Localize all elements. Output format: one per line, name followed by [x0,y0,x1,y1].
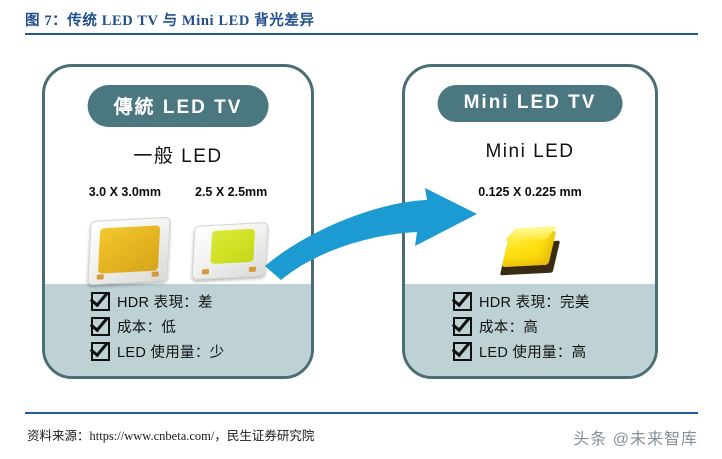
transition-arrow-icon [265,188,477,280]
source-divider-bottom [25,412,698,414]
list-item: HDR 表現：差 [91,291,311,312]
led-solder-pad [96,274,104,280]
mini-led-subtitle: Mini LED [485,141,575,162]
figure-body: 傳統 LED TV 一般 LED 3.0 X 3.0mm 2.5 X 2.5mm [0,40,722,408]
checkbox-checked-icon [453,292,472,311]
list-item-label: 成本：低 [117,320,177,336]
list-item-label: 成本：高 [479,320,539,336]
traditional-led-card: 傳統 LED TV 一般 LED 3.0 X 3.0mm 2.5 X 2.5mm [42,64,314,379]
led-body [87,216,171,286]
title-divider-top [25,33,698,35]
watermark-label: 头条 @未来智库 [573,431,698,448]
mini-led-dimensions: 0.125 X 0.225 mm [405,185,655,199]
led-phosphor-surface [97,225,161,274]
led-phosphor-surface [210,228,256,265]
traditional-led-subtitle: 一般 LED [133,146,223,167]
card-bottom-panel [405,284,655,376]
list-item-label: HDR 表現：差 [117,295,213,311]
list-item: 成本：高 [453,316,655,337]
mini-led-checklist: HDR 表現：完美 成本：高 LED 使用量：高 [405,291,655,362]
list-item: 成本：低 [91,316,311,337]
traditional-led-pill-label: 傳統 LED TV [87,85,269,127]
list-item: LED 使用量：少 [91,341,311,362]
list-item: LED 使用量：高 [453,341,655,362]
list-item: HDR 表現：完美 [453,291,655,312]
led-solder-pad [248,266,257,273]
led-package-2p5mm-image [191,221,269,281]
checkbox-checked-icon [453,317,472,336]
figure-title: 图 7：传统 LED TV 与 Mini LED 背光差异 [25,13,315,29]
checkbox-checked-icon [91,317,110,336]
led-body [191,221,269,281]
source-note: 资料来源：https://www.cnbeta.com/，民生证券研究院 [27,429,315,443]
led-solder-pad [151,271,159,277]
led-package-3mm-image [87,216,171,286]
led-solder-pad [201,269,210,275]
checkbox-checked-icon [91,342,110,361]
traditional-led-dimensions: 3.0 X 3.0mm 2.5 X 2.5mm [45,185,311,199]
checkbox-checked-icon [91,292,110,311]
list-item-label: HDR 表現：完美 [479,295,590,311]
dimension-label: 0.125 X 0.225 mm [478,185,582,199]
mini-led-pill-label: Mini LED TV [437,85,623,122]
arrow-shape [265,188,477,280]
list-item-label: LED 使用量：少 [117,345,225,361]
mini-led-chip [499,225,561,276]
traditional-led-checklist: HDR 表現：差 成本：低 LED 使用量：少 [45,291,311,362]
dimension-label: 2.5 X 2.5mm [195,185,268,199]
dimension-label: 3.0 X 3.0mm [88,185,161,199]
checkbox-checked-icon [453,342,472,361]
list-item-label: LED 使用量：高 [479,345,587,361]
